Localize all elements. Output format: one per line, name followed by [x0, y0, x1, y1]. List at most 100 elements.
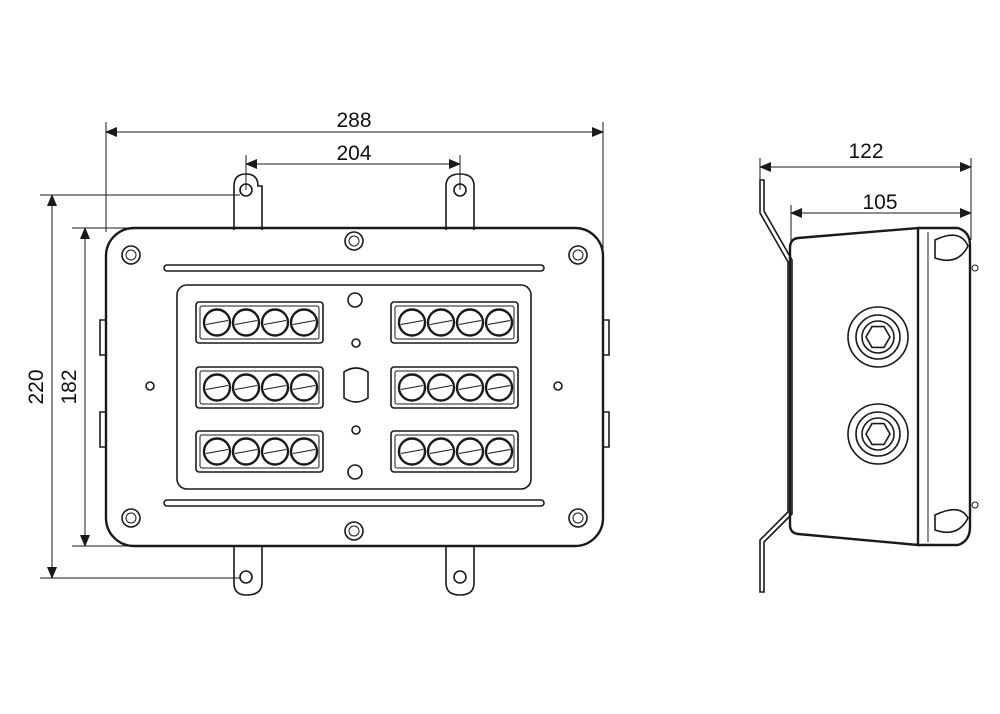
- dimension-body-height: 182: [58, 227, 140, 547]
- terminal-screw-slot: [400, 385, 424, 390]
- terminal-screw-slot: [205, 320, 229, 325]
- terminal-screw: [231, 437, 261, 466]
- terminal-screw: [289, 437, 319, 466]
- side-hole-left: [145, 381, 155, 391]
- side-lug-left-lower: [99, 411, 106, 448]
- terminal-screw-slot: [487, 320, 511, 325]
- terminal-screw: [426, 373, 456, 402]
- terminal-screw: [484, 308, 514, 337]
- terminal-screw-slot: [292, 449, 316, 454]
- terminal-screw-slot: [292, 320, 316, 325]
- terminal-screw: [260, 437, 290, 466]
- center-dot-upper: [351, 338, 361, 348]
- screw-top-center: [344, 231, 364, 251]
- terminal-screw: [260, 308, 290, 337]
- screw-bottom-left: [121, 508, 141, 528]
- screw-top-right: [568, 245, 588, 265]
- center-hole-top: [347, 292, 363, 308]
- terminal-screw: [397, 437, 427, 466]
- cable-gland-lower: [847, 403, 909, 465]
- terminal-screw: [397, 373, 427, 402]
- lid-latch-top: [934, 234, 979, 272]
- terminal-block: [195, 366, 324, 409]
- terminal-screw-slot: [487, 385, 511, 390]
- terminal-screw-slot: [429, 320, 453, 325]
- terminal-screw: [231, 373, 261, 402]
- side-lug-right-lower: [603, 411, 610, 448]
- dim-label-122: 122: [848, 140, 883, 163]
- dimension-overall-depth: 122: [759, 140, 972, 240]
- terminal-screw: [202, 308, 232, 337]
- terminal-screw: [231, 308, 261, 337]
- mounting-tab-bottom-left: [233, 545, 263, 596]
- screw-bottom-right: [568, 508, 588, 528]
- terminal-screw: [289, 373, 319, 402]
- dimension-body-depth: 105: [790, 191, 972, 242]
- terminal-screw: [426, 308, 456, 337]
- mounting-tab-top-left: [233, 173, 263, 230]
- screw-bottom-center: [344, 521, 364, 541]
- dim-label-220: 220: [25, 369, 48, 404]
- terminal-block: [390, 430, 519, 473]
- terminal-screw: [289, 308, 319, 337]
- side-bracket: [759, 179, 793, 593]
- front-view: 288 204 220 182: [25, 109, 610, 596]
- enclosure-side-body: [788, 226, 920, 547]
- center-dot-lower: [351, 425, 361, 435]
- cable-gland-upper: [847, 306, 909, 368]
- dim-label-105: 105: [862, 191, 897, 214]
- terminal-blocks: [195, 301, 519, 473]
- terminal-block: [390, 301, 519, 344]
- terminal-screw: [260, 373, 290, 402]
- lid-latch-bottom: [934, 501, 979, 534]
- dim-label-288: 288: [336, 109, 371, 132]
- terminal-screw-slot: [429, 449, 453, 454]
- terminal-screw-slot: [234, 449, 258, 454]
- dimension-overall-width: 288: [105, 109, 604, 258]
- terminal-screw: [397, 308, 427, 337]
- terminal-screw-slot: [400, 320, 424, 325]
- dimension-hole-spacing: 204: [245, 142, 461, 190]
- terminal-screw: [202, 437, 232, 466]
- terminal-screw-slot: [263, 385, 287, 390]
- terminal-screw: [484, 373, 514, 402]
- terminal-screw-slot: [263, 320, 287, 325]
- terminal-screw-slot: [429, 385, 453, 390]
- side-lug-right-upper: [603, 319, 610, 356]
- inner-panel: [176, 284, 532, 490]
- center-knockout: [343, 367, 369, 403]
- bottom-slot: [163, 499, 545, 507]
- terminal-block: [195, 301, 324, 344]
- terminal-screw-slot: [205, 449, 229, 454]
- terminal-screw-slot: [292, 385, 316, 390]
- terminal-screw-slot: [205, 385, 229, 390]
- side-hole-right: [553, 381, 563, 391]
- terminal-screw-slot: [234, 385, 258, 390]
- terminal-screw-slot: [234, 320, 258, 325]
- terminal-screw: [484, 437, 514, 466]
- terminal-screw: [202, 373, 232, 402]
- terminal-screw-slot: [458, 320, 482, 325]
- terminal-block: [390, 366, 519, 409]
- terminal-screw-slot: [263, 449, 287, 454]
- screw-top-left: [121, 245, 141, 265]
- terminal-screw-slot: [458, 449, 482, 454]
- center-hole-bottom: [347, 464, 363, 480]
- side-lug-left-upper: [99, 319, 106, 356]
- terminal-screw: [455, 437, 485, 466]
- terminal-screw: [455, 308, 485, 337]
- terminal-screw-slot: [400, 449, 424, 454]
- dimension-overall-height: 220: [25, 194, 240, 579]
- enclosure-front-outline: [104, 226, 605, 548]
- terminal-screw-slot: [458, 385, 482, 390]
- dim-label-182: 182: [58, 369, 81, 404]
- mounting-tab-bottom-right: [445, 545, 475, 596]
- terminal-screw: [426, 437, 456, 466]
- dim-label-204: 204: [336, 142, 371, 165]
- terminal-screw-slot: [487, 449, 511, 454]
- terminal-screw: [455, 373, 485, 402]
- terminal-block: [195, 430, 324, 473]
- side-view: 122 105: [759, 140, 979, 593]
- top-slot: [163, 264, 545, 272]
